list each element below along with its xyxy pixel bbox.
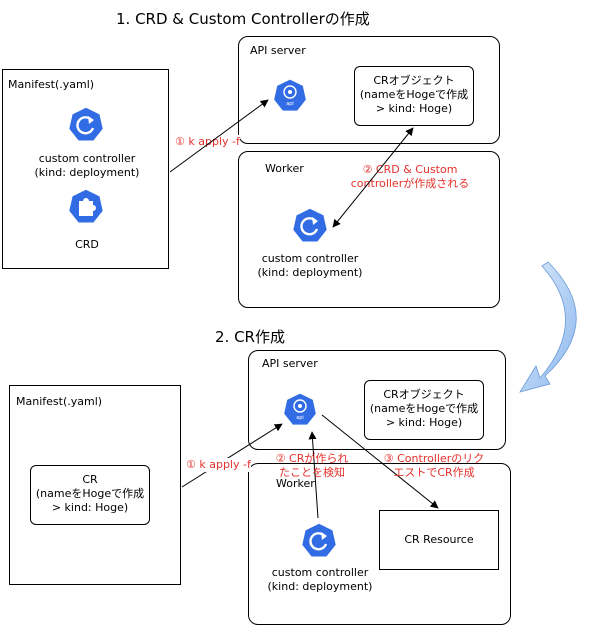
step2-label-s2-line2: たことを検知 bbox=[279, 466, 345, 479]
kubernetes-controller-icon bbox=[300, 522, 338, 558]
section2-title: 2. CR作成 bbox=[215, 328, 285, 346]
worker-label-1: Worker bbox=[265, 162, 304, 175]
arrow-api-to-crresource-2 bbox=[321, 414, 439, 509]
cr-object-1-line1: CRオブジェクト bbox=[373, 74, 455, 87]
cr-object-2-line3: > kind: Hoge) bbox=[385, 416, 463, 429]
cr-resource-label: CR Resource bbox=[404, 533, 474, 546]
worker-controller-1a: custom controller bbox=[261, 252, 359, 265]
arrow-manifest-to-api-2 bbox=[181, 423, 283, 488]
arrow-controller-to-api-2 bbox=[308, 431, 319, 519]
manifest-label-1: Manifest(.yaml) bbox=[8, 78, 95, 91]
cr-box bbox=[30, 465, 150, 525]
svg-text:api: api bbox=[286, 101, 294, 107]
cr-box-line2: (nameをHogeで作成 bbox=[35, 487, 145, 500]
cr-object-box-2 bbox=[364, 380, 484, 440]
cr-object-1-line3: > kind: Hoge) bbox=[375, 102, 453, 115]
svg-text:api: api bbox=[296, 415, 304, 421]
step3-label-s2-line1: ③ Controllerのリク bbox=[383, 452, 485, 465]
worker-controller-2b: (kind: deployment) bbox=[267, 580, 373, 593]
step2-label-s2-line1: ② CRが作られ bbox=[275, 452, 349, 465]
kubernetes-crd-icon bbox=[67, 188, 105, 224]
cr-box-line3: > kind: Hoge) bbox=[51, 501, 129, 514]
arrow-api-to-worker-1 bbox=[332, 127, 414, 228]
manifest-box-1 bbox=[2, 69, 169, 269]
cr-box-line1: CR bbox=[82, 473, 98, 486]
cr-object-2-line2: (nameをHogeで作成 bbox=[369, 402, 479, 415]
step1-label-s1: ① k apply -f bbox=[175, 135, 240, 149]
cr-object-1-line2: (nameをHogeで作成 bbox=[359, 88, 469, 101]
cr-resource-box bbox=[379, 510, 499, 570]
api-server-label-1: API server bbox=[250, 44, 306, 57]
manifest-label-2: Manifest(.yaml) bbox=[16, 395, 103, 408]
controller-label-1b: (kind: deployment) bbox=[34, 166, 140, 179]
controller-label-1a: custom controller bbox=[38, 152, 136, 165]
step3-label-s2-line2: エストでCR作成 bbox=[393, 466, 475, 479]
cr-object-box-1 bbox=[354, 66, 474, 126]
worker-label-2: Worker bbox=[276, 477, 315, 490]
crd-label: CRD bbox=[75, 238, 99, 251]
kubernetes-api-icon: api bbox=[282, 392, 318, 427]
step1-label-s2: ① k apply -f bbox=[186, 458, 251, 472]
kubernetes-api-icon: api bbox=[272, 78, 308, 113]
section1-title: 1. CRD & Custom Controllerの作成 bbox=[116, 10, 370, 28]
arrow-manifest-to-api-1 bbox=[169, 99, 269, 173]
cr-object-2-line1: CRオブジェクト bbox=[383, 388, 465, 401]
kubernetes-controller-icon bbox=[67, 106, 105, 142]
api-server-label-2: API server bbox=[262, 357, 318, 370]
worker-controller-2a: custom controller bbox=[271, 566, 369, 579]
worker-controller-1b: (kind: deployment) bbox=[257, 266, 363, 279]
kubernetes-controller-icon bbox=[291, 207, 329, 243]
curved-flow-arrow-icon bbox=[519, 261, 577, 393]
